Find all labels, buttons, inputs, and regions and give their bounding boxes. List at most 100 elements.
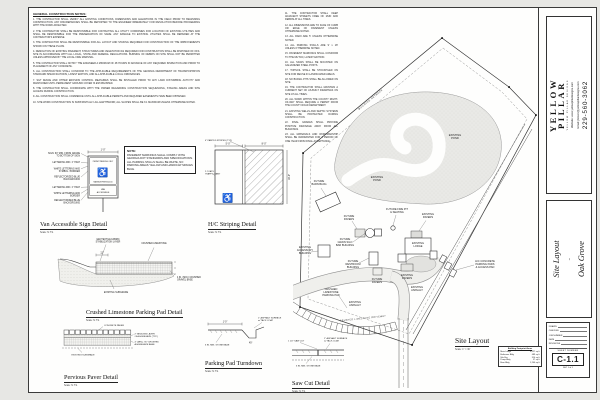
paver-detail-title-block: Pervious Paver Detail Scale: N.T.S. xyxy=(64,366,118,387)
sheet-field-label: DRAWN xyxy=(548,325,557,328)
sawcut-title-block: Saw Cut Detail Scale: N.T.S. xyxy=(292,372,330,393)
sheet-number: C-1.1 xyxy=(551,353,585,366)
area-value: 57 sq ft xyxy=(532,359,540,362)
driveway-label: CRUSHED LIMESTONE DRIVEWAY xyxy=(340,315,387,323)
sign-fine-text: MAXIMUM FINE $500.00 xyxy=(93,181,112,184)
hatched-no-park-area xyxy=(245,150,283,204)
existing-drive-se xyxy=(405,123,533,335)
pond-shape xyxy=(334,91,502,205)
note-paragraph: 15. PAVEMENT MARKINGS SHALL CONFORM TO T… xyxy=(285,52,338,59)
limestone-detail-scale: Scale: N.T.S. xyxy=(86,319,100,322)
sheet-field-line xyxy=(555,338,588,341)
wheelchair-icon: ♿ xyxy=(97,167,108,178)
aggregate-base xyxy=(63,337,131,346)
site-layout-title: Site Layout xyxy=(455,336,490,347)
area-name: Main Lodge xyxy=(500,351,512,354)
hc-detail-title-block: H/C Striping Detail Scale: N.T.S. xyxy=(208,213,257,234)
limestone-detail-title-block: Crushed Limestone Parking Pad Detail Sca… xyxy=(86,301,183,322)
sawcut-scale: Scale: N.T.S. xyxy=(292,390,306,393)
area-value: 489 sq ft xyxy=(531,354,540,357)
van-sign-dim: 1'-0" xyxy=(101,149,106,152)
future-restroom-building xyxy=(368,251,379,266)
hc-pad-1 xyxy=(438,254,448,264)
van-detail-title-block: Van Accessible Sign Detail Scale: N.T.S. xyxy=(40,213,108,234)
turndown-title: Parking Pad Turndown xyxy=(205,360,263,369)
note-paragraph: 6. ALL CONSTRUCTION SHALL CONFORM TO THE… xyxy=(33,70,200,77)
company-logo: YELLOW PILLAR YELLOW PILLAR DESIGNS xyxy=(548,78,569,132)
paver-detail-scale: Scale: N.T.S. xyxy=(64,384,78,387)
note-paragraph: 11. THE CONTRACTOR SHALL KEEP ADJACENT S… xyxy=(285,12,338,22)
notes-heading: GENERAL CONSTRUCTION NOTES: xyxy=(33,12,87,16)
limestone-detail-title: Crushed Limestone Parking Pad Detail xyxy=(86,309,183,318)
company-phone: 229-560-3062 xyxy=(582,80,590,130)
stone-base-label: 6 IN. MIN. STONE BASE xyxy=(205,344,230,347)
note-paragraph: 12. ALL DIMENSIONS ARE TO FACE OF CURB O… xyxy=(285,23,338,34)
note-paragraph: 13. ALL RADII ARE 5' UNLESS OTHERWISE NO… xyxy=(285,35,338,42)
future-fire-pit xyxy=(390,225,396,231)
logo-line-2: PILLAR xyxy=(556,80,567,130)
note-paragraph: 21. EXISTING WELLS AND SEPTIC SYSTEMS SH… xyxy=(285,109,338,120)
existing-pavers-patch-lower xyxy=(400,263,414,272)
stall-outline xyxy=(214,149,284,205)
project-separator: ~ xyxy=(566,257,572,261)
note-paragraph: 8. THE CONTRACTOR SHALL COORDINATE WITH … xyxy=(33,86,200,94)
area-value: 3,027 sq ft xyxy=(530,351,540,354)
area-name: Barn Bldg xyxy=(500,362,510,365)
sheet-field-line xyxy=(561,342,588,346)
limestone-leaders xyxy=(99,244,176,290)
sheet-field-row: DATE xyxy=(548,338,588,341)
note-paragraph: 4. DEMOLITION OF EXISTING PAVEMENT, STRU… xyxy=(33,49,200,60)
future-pavers-patch xyxy=(354,228,366,238)
project-title-line1: Site Layout xyxy=(551,240,561,278)
areas-row: Silo Bar 314 sq ft xyxy=(500,357,539,360)
note-paragraph: 5. THE CONTRACTOR SHALL NOTIFY THE ENGIN… xyxy=(33,61,200,68)
project-title-line2: Oak Grove xyxy=(577,241,587,277)
sawcut-label: 1 1/2" SAW CUT xyxy=(288,340,305,343)
sheet-field-label: DATE xyxy=(548,338,555,341)
note-paragraph: 20. ALL WORK WITHIN THE COUNTY RIGHT-OF-… xyxy=(285,97,338,108)
hc-pad-3 xyxy=(448,268,458,278)
bedding-layer xyxy=(63,334,131,338)
sheet-field-row: CHECKED xyxy=(548,329,588,333)
future-pavers-patch-lower xyxy=(372,267,383,276)
lodge-wing-left xyxy=(397,253,407,263)
paver-row xyxy=(63,329,132,335)
sheet-number-label: SHEET NUMBER xyxy=(548,348,588,352)
sheet-field-label: CHECKED xyxy=(548,330,559,333)
paver-leaders xyxy=(77,326,134,353)
titleblock-divider xyxy=(538,7,539,393)
hc-dim-left: 5'-0" xyxy=(226,142,231,145)
buildings xyxy=(315,191,458,278)
subgrade-label: EXISTING SUBGRADE xyxy=(71,354,95,357)
hc-pad-2 xyxy=(443,261,453,271)
pond-inlet-shape xyxy=(341,112,446,187)
stone-base-label: 6 IN. MIN. STONE BASE xyxy=(296,365,321,368)
sign-top-text: PERMIT PARKING ONLY xyxy=(93,160,114,163)
hc-dim-side: 18'-0" xyxy=(288,174,291,180)
note-paragraph: 7. SILT FENCE AND OTHER EROSION CONTROL … xyxy=(33,78,200,85)
company-email: Email: jbrown@yellowpillardesigns.com xyxy=(576,81,580,129)
turndown-scale: Scale: N.T.S. xyxy=(205,370,219,373)
entrance-drive xyxy=(398,318,409,388)
grade-line xyxy=(59,258,96,268)
